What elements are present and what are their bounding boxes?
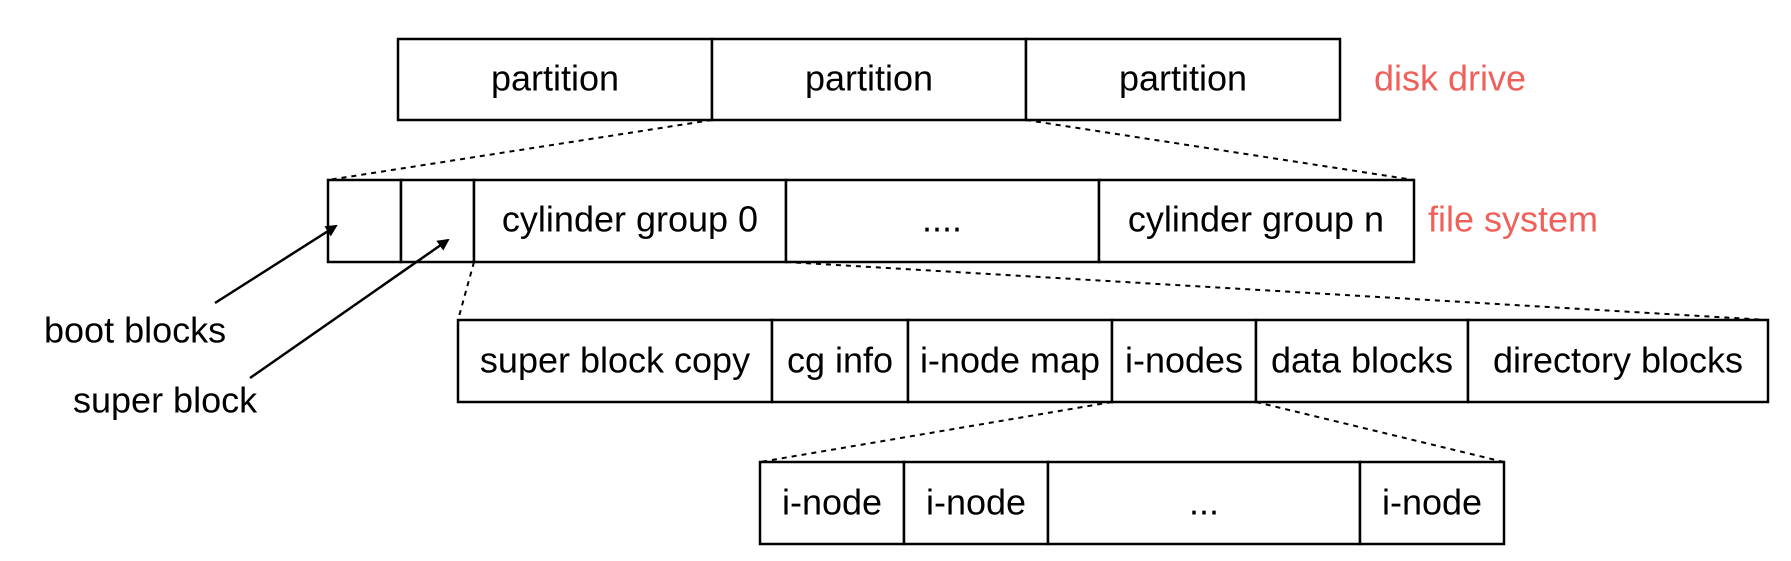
boot-blocks-arrow [214,224,338,305]
super-block-arrow [249,238,450,380]
inode-cell-label: ... [1189,482,1219,523]
disk-cell-label: partition [805,58,933,99]
disk-cell-partition-3 [1024,37,1342,122]
inode-cell-label: i-node [782,482,882,523]
super-block-label: super block [73,380,258,421]
cg-cell-label: cg info [787,340,893,381]
cg-cell-inode-map [906,318,1114,404]
cg-cell-label: i-nodes [1125,340,1243,381]
super-block-cell [399,178,476,264]
inode-cell-last [1358,460,1506,546]
zoom-line-fs-left [457,261,475,321]
cg-cell-super-block-copy [456,318,774,404]
cg-cell-label: super block copy [480,340,750,381]
inode-cell-label: i-node [1382,482,1482,523]
disk-drive-row: partition partition partition [396,37,1342,122]
inodes-row: i-node i-node ... i-node [758,460,1506,546]
zoom-line-cg-left [759,401,1113,463]
zoom-line-disk-right [1025,119,1415,181]
cg-cell-inodes [1110,318,1258,404]
fs-cell-label: cylinder group 0 [502,199,758,240]
cg-cell-label: directory blocks [1493,340,1743,381]
fs-cell-cylinder-group-n [1097,178,1416,264]
inode-cell-1 [758,460,906,546]
disk-drive-label: disk drive [1374,58,1526,99]
cylinder-group-row: super block copy cg info i-node map i-no… [456,318,1770,404]
disk-cell-partition-2 [710,37,1028,122]
fs-cell-ellipsis [784,178,1101,264]
fs-cell-label: cylinder group n [1128,199,1384,240]
file-system-label: file system [1428,199,1598,240]
disk-cell-label: partition [1119,58,1247,99]
cg-cell-cg-info [770,318,910,404]
file-system-row: cylinder group 0 .... cylinder group n [326,178,1416,264]
disk-cell-partition-1 [396,37,714,122]
disk-cell-label: partition [491,58,619,99]
zoom-line-fs-right [785,261,1769,321]
inode-cell-2 [902,460,1050,546]
cg-cell-label: data blocks [1271,340,1453,381]
inode-cell-label: i-node [926,482,1026,523]
zoom-line-disk-left [327,119,713,181]
boot-block-cell [326,178,403,264]
zoom-line-cg-right [1255,401,1505,463]
fs-cell-label: .... [922,199,962,240]
cg-cell-label: i-node map [920,340,1100,381]
cg-cell-directory-blocks [1466,318,1770,404]
boot-blocks-label: boot blocks [44,310,226,351]
